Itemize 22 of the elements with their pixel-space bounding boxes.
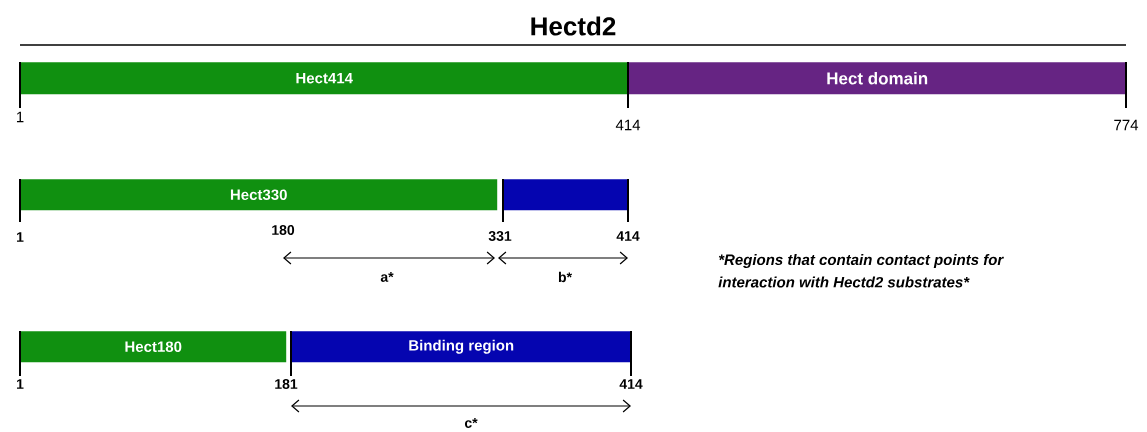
domain-bar: Hect domain [628, 62, 1127, 95]
position-label: 774 [1114, 119, 1139, 131]
domain-bar: Hect180 [20, 331, 287, 363]
position-label: 1 [17, 232, 24, 242]
position-label: 1 [17, 111, 24, 123]
region-label: c* [464, 418, 478, 428]
position-label: 414 [615, 119, 641, 131]
footnote: *Regions that contain contact points for [718, 254, 1004, 268]
position-label: 414 [616, 231, 640, 241]
position-label: 1 [17, 379, 24, 389]
region-label: a* [380, 272, 394, 282]
region-label: b* [558, 271, 572, 283]
footnote: interaction with Hectd2 substrates* [718, 276, 970, 288]
position-label: 180 [272, 225, 295, 235]
domain-bar [503, 179, 629, 211]
domain-bar: Binding region [291, 331, 632, 363]
position-label: 331 [488, 231, 512, 241]
title: Hectd2 [531, 16, 616, 36]
position-label: 414 [619, 379, 643, 389]
domain-bar: Hect414 [20, 62, 629, 95]
position-label: 181 [275, 379, 298, 389]
domain-bar: Hect330 [20, 179, 498, 211]
